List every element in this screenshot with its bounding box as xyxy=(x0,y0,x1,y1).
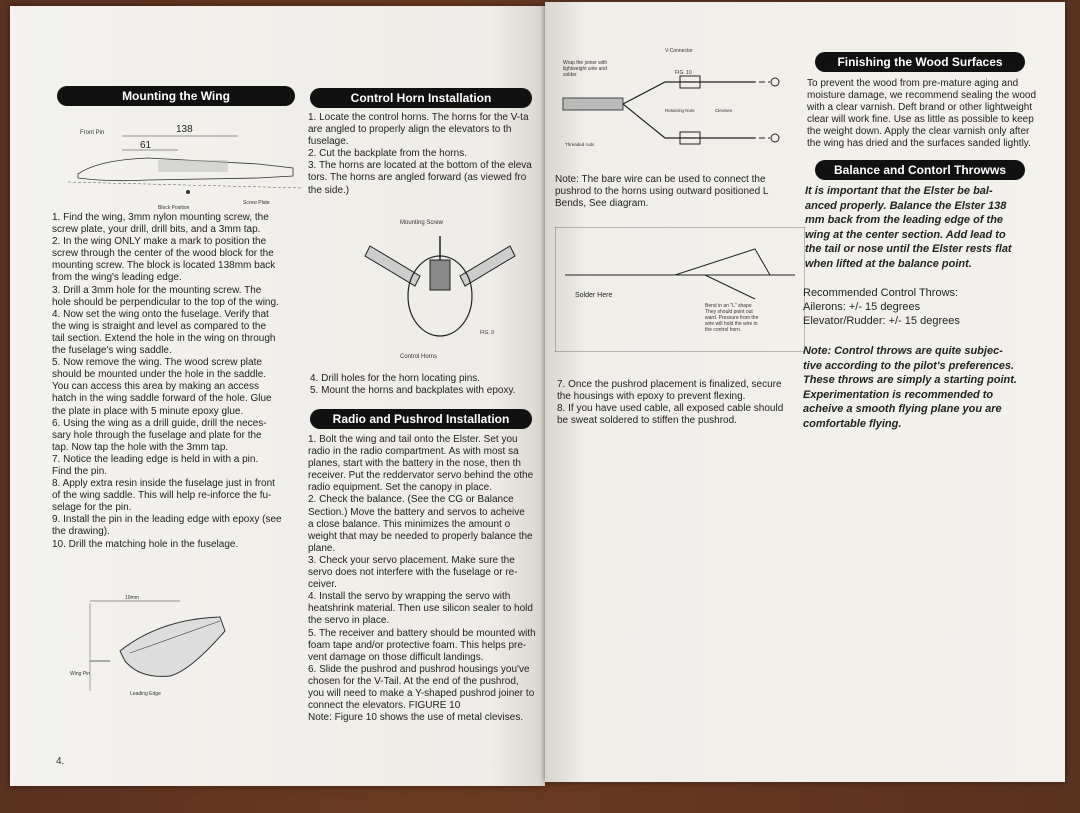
balance-heading: Balance and Contorl Throwws xyxy=(815,160,1025,180)
clevises-label: Clevises xyxy=(715,108,733,113)
block-position-label: Block Position xyxy=(158,205,190,211)
wing-mount-diagram: Front Pin 138 61 Block Position Screw Pl… xyxy=(68,124,303,211)
retaining-nuts-label: Retaining Nuts xyxy=(665,108,695,113)
front-pin-label: Front Pin xyxy=(80,130,104,136)
solder-here-label: Solder Here xyxy=(575,292,612,299)
finishing-heading: Finishing the Wood Surfaces xyxy=(815,52,1025,72)
control-horn-instructions: 1. Locate the control horns. The horns f… xyxy=(308,112,532,196)
page-number: 4. xyxy=(56,756,65,767)
radio-heading: Radio and Pushrod Installation xyxy=(310,409,532,429)
left-page: Mounting the Wing Front Pin 138 61 Block… xyxy=(10,6,545,786)
fig10-label: FIG. 10 xyxy=(675,70,692,76)
pushrod-steps: 7. Once the pushrod placement is finaliz… xyxy=(557,379,784,427)
finishing-text: To prevent the wood from pre-mature agin… xyxy=(807,78,1037,150)
control-throws: Recommended Control Throws: Ailerons: +/… xyxy=(803,287,960,327)
screw-plate-label: Screw Plate xyxy=(243,200,270,206)
control-horn-instructions-2: 4. Drill holes for the horn locating pin… xyxy=(310,373,516,397)
threaded-rods-label: Threaded rods xyxy=(565,142,595,147)
dim-138: 138 xyxy=(176,124,193,135)
v-connector-label: V-Connector xyxy=(665,48,693,54)
leading-edge-label: Leading Edge xyxy=(130,691,161,697)
wing-pin-label: Wing Pin xyxy=(70,671,90,677)
balance-text: It is important that the Elster be bal- … xyxy=(805,185,1012,270)
wing-pin-diagram: 10mm Wing Pin Leading Edge xyxy=(70,595,226,697)
control-horn-heading: Control Horn Installation xyxy=(310,88,532,108)
control-horn-diagram: Mounting Screw Control Horns FIG. 9 xyxy=(364,220,516,360)
throws-note: Note: Control throws are quite subjec- t… xyxy=(803,345,1017,430)
mounting-screw-label: Mounting Screw xyxy=(400,220,444,226)
bare-wire-note: Note: The bare wire can be used to conne… xyxy=(555,174,769,210)
dim-10mm-label: 10mm xyxy=(125,595,139,601)
mounting-heading: Mounting the Wing xyxy=(57,86,295,106)
mounting-instructions: 1. Find the wing, 3mm nylon mounting scr… xyxy=(52,212,282,550)
fig9-label: FIG. 9 xyxy=(480,330,494,336)
control-horns-label: Control Horns xyxy=(400,354,437,360)
dim-61: 61 xyxy=(140,140,152,151)
radio-instructions: 1. Bolt the wing and tail onto the Elste… xyxy=(308,434,536,724)
